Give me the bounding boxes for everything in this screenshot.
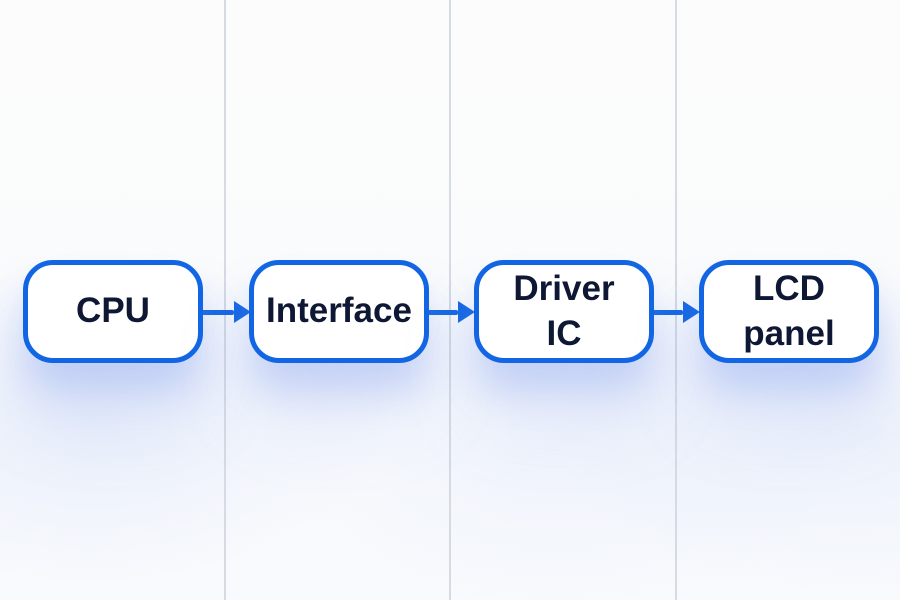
arrow-right-icon — [683, 301, 700, 323]
node-label: LCD panel — [743, 269, 835, 353]
node-label: Driver IC — [513, 269, 615, 353]
column-divider — [675, 0, 677, 600]
flow-edge-interface-to-driver-ic — [427, 301, 475, 323]
flow-node-driver-ic: Driver IC — [474, 260, 654, 363]
arrow-line — [427, 309, 458, 315]
arrow-line — [652, 309, 683, 315]
arrow-line — [201, 309, 234, 315]
flow-node-lcd-panel: LCD panel — [699, 260, 879, 363]
arrow-right-icon — [234, 301, 251, 323]
flow-node-interface: Interface — [249, 260, 429, 363]
column-divider — [224, 0, 226, 600]
arrow-right-icon — [458, 301, 475, 323]
column-divider — [449, 0, 451, 600]
node-label: CPU — [76, 291, 150, 331]
flow-edge-driver-ic-to-lcd-panel — [652, 301, 700, 323]
node-label: Interface — [266, 291, 412, 331]
flow-node-cpu: CPU — [23, 260, 203, 363]
flow-edge-cpu-to-interface — [201, 301, 251, 323]
